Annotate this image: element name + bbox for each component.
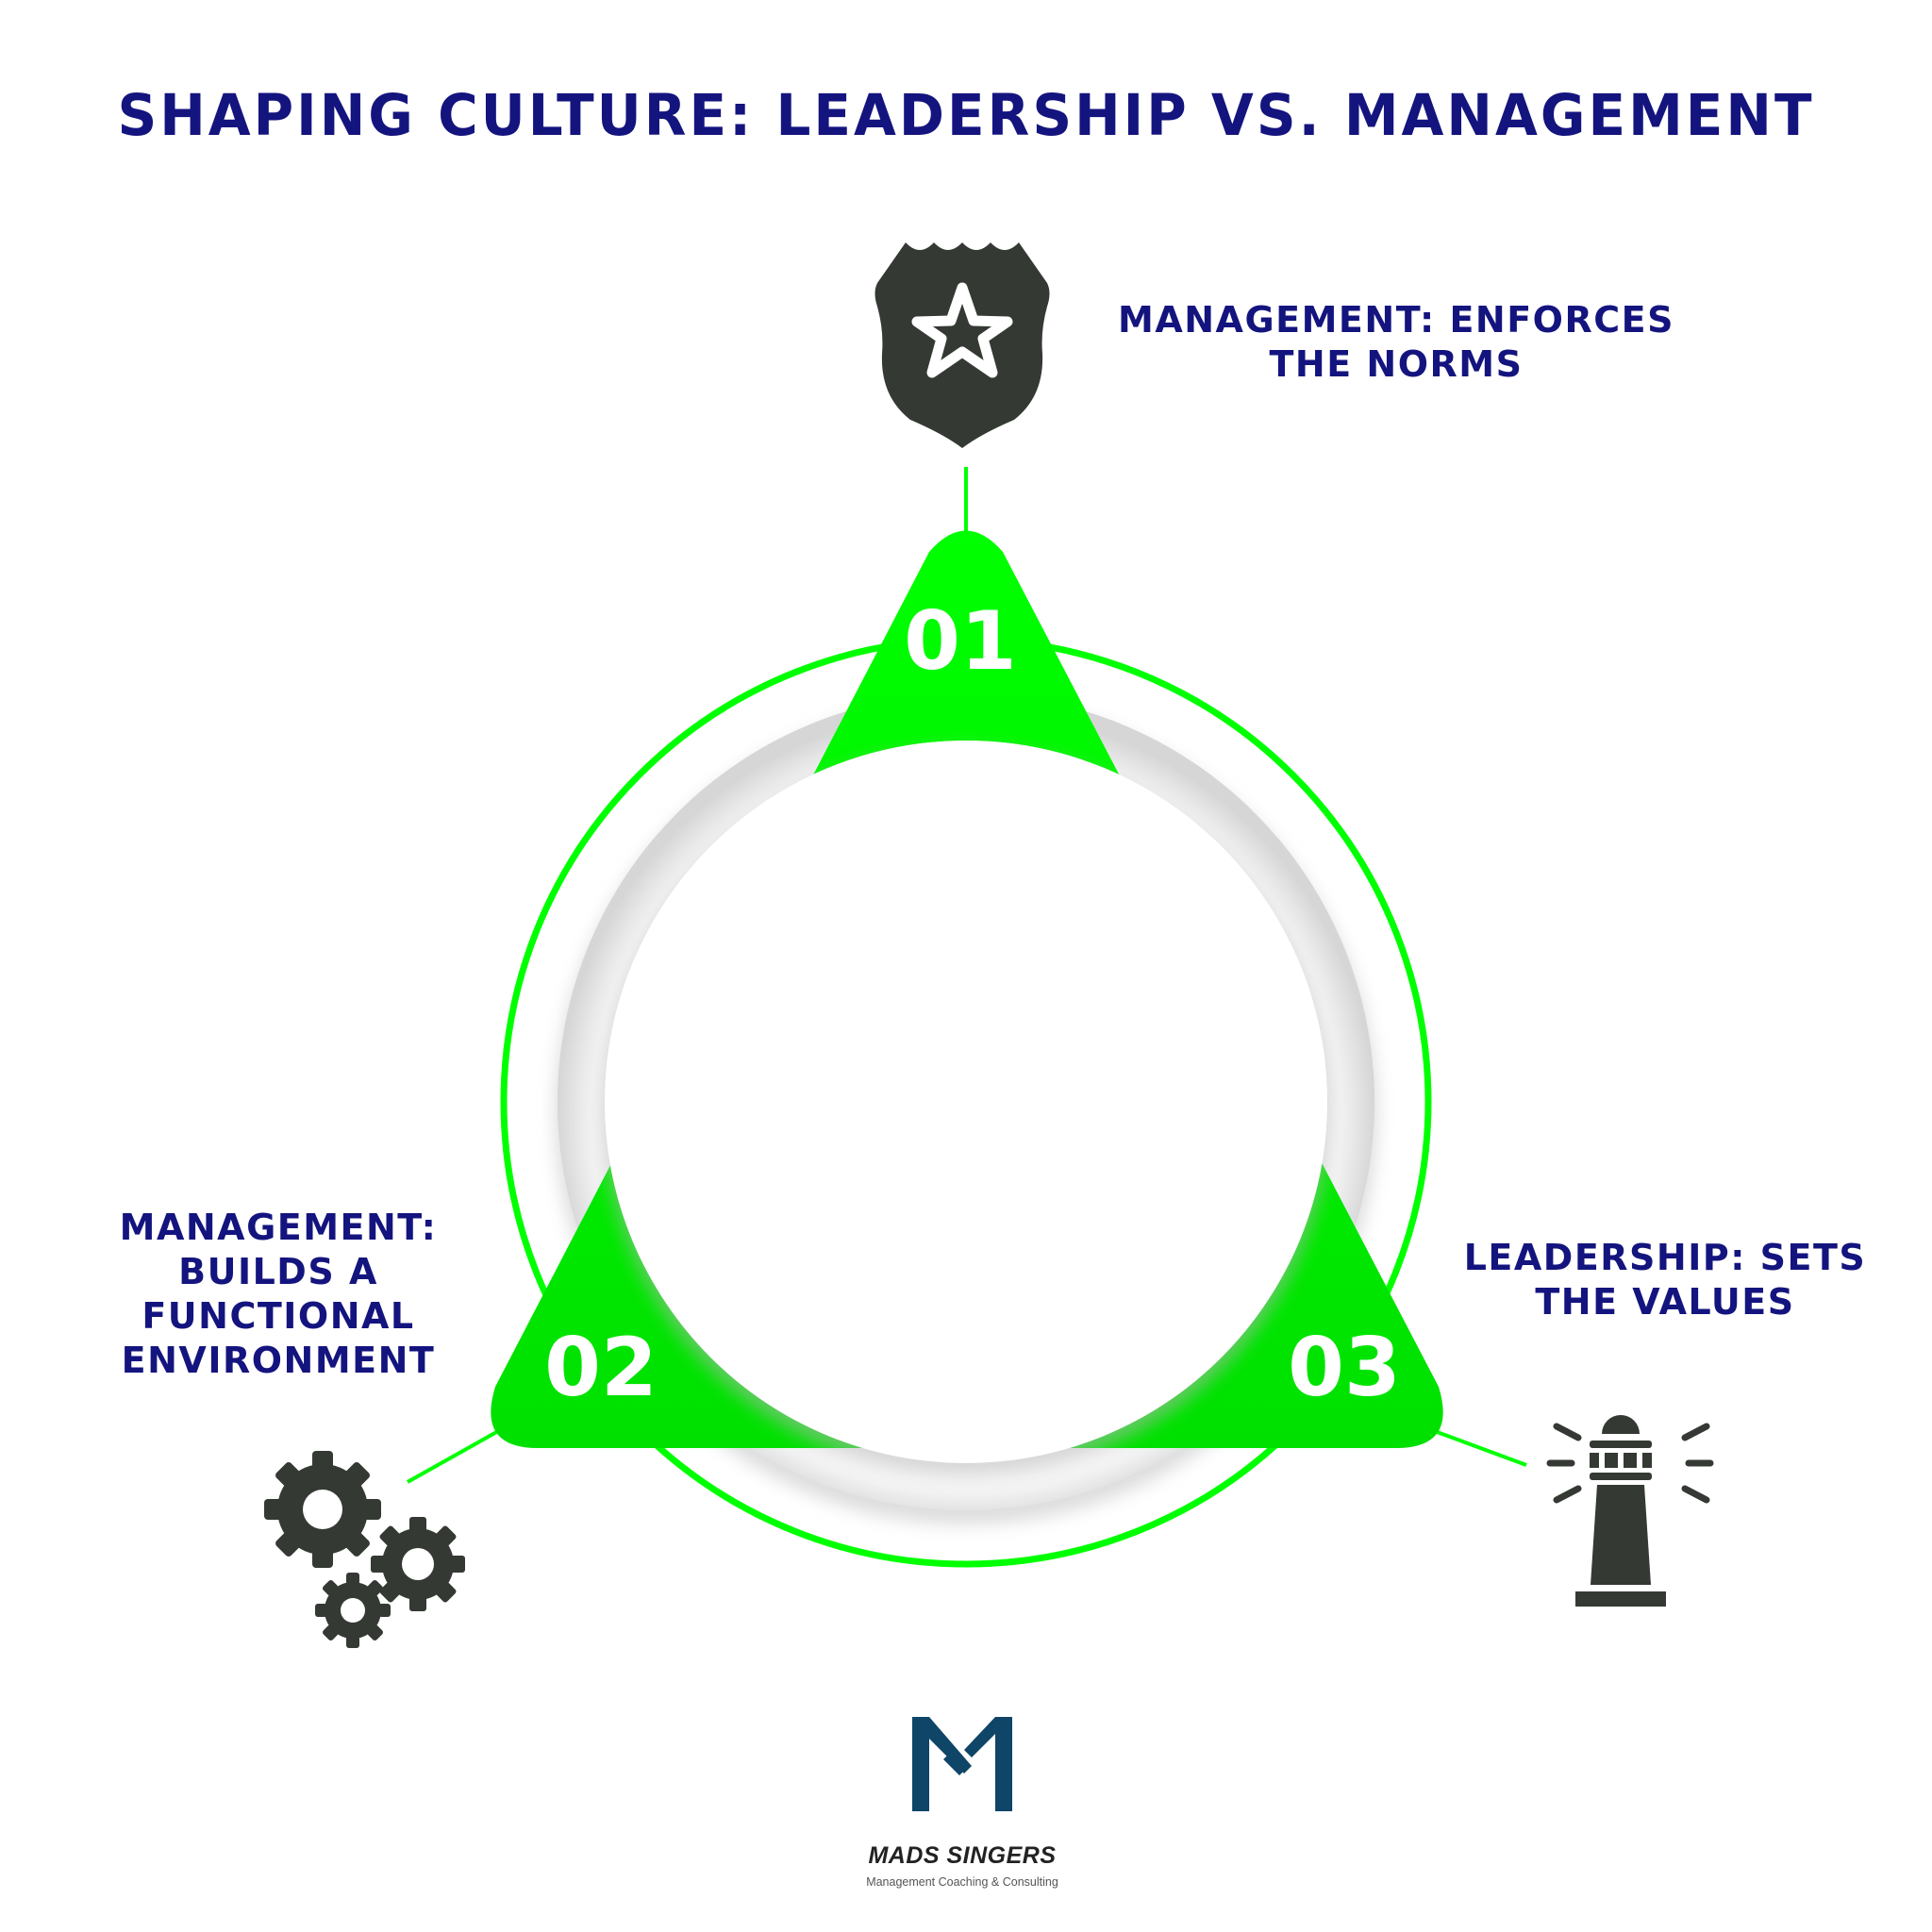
label-line: BUILDS A — [178, 1251, 378, 1292]
label-management-enforces-norms: MANAGEMENT: ENFORCES THE NORMS — [1066, 298, 1726, 387]
gears-icon — [264, 1451, 465, 1648]
label-line: MANAGEMENT: — [119, 1207, 438, 1248]
police-badge-star-icon — [874, 242, 1050, 448]
connector-line-02 — [407, 1428, 501, 1484]
lighthouse-icon — [1546, 1415, 1714, 1607]
inner-disc — [605, 741, 1327, 1463]
brand-logo: MADS SINGERS Management Coaching & Consu… — [830, 1717, 1094, 1889]
connector-line-03 — [1431, 1428, 1527, 1467]
page-title: SHAPING CULTURE: LEADERSHIP VS. MANAGEME… — [117, 81, 1815, 149]
m-monogram-icon — [912, 1717, 1012, 1811]
label-line: LEADERSHIP: SETS — [1463, 1237, 1867, 1278]
step-number-03: 03 — [1288, 1321, 1401, 1415]
label-leadership-sets-values: LEADERSHIP: SETS THE VALUES — [1434, 1236, 1896, 1324]
label-line: FUNCTIONAL — [142, 1295, 415, 1337]
label-line: MANAGEMENT: ENFORCES — [1118, 299, 1674, 341]
label-management-builds-environment: MANAGEMENT: BUILDS A FUNCTIONAL ENVIRONM… — [75, 1206, 481, 1383]
step-number-01: 01 — [904, 594, 1017, 689]
brand-name: MADS SINGERS — [868, 1842, 1057, 1869]
label-line: THE NORMS — [1269, 343, 1524, 385]
label-line: ENVIRONMENT — [121, 1340, 436, 1381]
step-number-02: 02 — [544, 1321, 658, 1415]
brand-tagline: Management Coaching & Consulting — [866, 1875, 1058, 1889]
label-line: THE VALUES — [1535, 1281, 1795, 1323]
